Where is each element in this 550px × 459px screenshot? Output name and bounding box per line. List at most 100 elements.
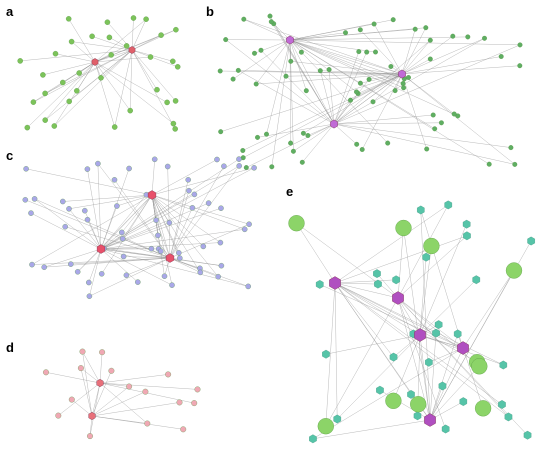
leaf-node <box>356 49 362 55</box>
leaf-node <box>89 33 95 40</box>
leaf-node <box>472 275 481 285</box>
hub-node <box>147 190 157 200</box>
leaf-node <box>508 145 514 151</box>
leaf-node <box>99 349 106 356</box>
network-edge <box>151 159 155 196</box>
leaf-node <box>241 16 247 22</box>
network-edge <box>45 372 101 384</box>
network-edge <box>34 198 171 259</box>
panel-b: b <box>206 4 523 171</box>
leaf-node <box>264 131 269 137</box>
leaf-node <box>517 42 523 48</box>
network-edge <box>333 52 367 125</box>
leaf-node <box>111 177 118 183</box>
network-edge <box>131 49 176 102</box>
leaf-node <box>499 360 508 370</box>
network-edge <box>333 114 434 125</box>
leaf-node <box>438 381 447 391</box>
network-edge <box>243 19 403 75</box>
leaf-node <box>407 390 415 399</box>
leaf-node <box>180 426 187 433</box>
leaf-node <box>161 273 168 279</box>
leaf-node <box>55 412 62 419</box>
leaf-node <box>126 383 133 390</box>
network-edge <box>131 49 176 129</box>
network-edge <box>419 257 427 336</box>
network-edge <box>68 18 96 63</box>
network-edge <box>54 61 96 127</box>
network-edge <box>114 49 133 128</box>
network-edge <box>369 73 403 80</box>
network-edge <box>94 61 174 124</box>
leaf-node <box>42 117 48 123</box>
network-edge <box>289 39 357 93</box>
leaf-node <box>359 147 365 152</box>
leaf-node <box>482 35 487 41</box>
network-edge <box>334 282 504 366</box>
network-edge <box>131 49 158 90</box>
network-edge <box>97 163 102 250</box>
leaf-node <box>517 63 523 69</box>
network-edge <box>401 73 427 150</box>
network-a <box>17 15 181 132</box>
panel-label-e: e <box>286 184 293 199</box>
leaf-node <box>158 32 164 38</box>
network-edge <box>87 169 102 250</box>
network-edge <box>131 49 178 67</box>
network-edge <box>94 61 115 128</box>
leaf-node <box>450 33 456 39</box>
network-edge <box>169 166 225 259</box>
leaf-node <box>283 73 289 79</box>
network-edge <box>99 352 103 384</box>
network-edge <box>100 167 255 250</box>
leaf-node <box>189 205 196 211</box>
network-edge <box>100 49 133 78</box>
network-edge <box>337 334 421 420</box>
leaf-node <box>251 165 257 171</box>
network-edge <box>68 208 102 250</box>
network-edge <box>303 73 403 134</box>
leaf-node <box>29 261 35 268</box>
leaf-node <box>142 388 149 395</box>
network-edge <box>333 51 359 125</box>
leaf-node <box>474 400 492 417</box>
network-edge <box>334 282 378 285</box>
leaf-node <box>326 67 332 73</box>
leaf-node <box>174 64 181 70</box>
leaf-node <box>82 207 88 214</box>
leaf-node <box>245 283 251 290</box>
network-edge <box>293 123 335 152</box>
leaf-node <box>127 107 133 114</box>
network-edge <box>44 257 171 268</box>
network-edge <box>403 227 431 421</box>
network-edge <box>269 15 335 125</box>
network-edge <box>126 257 171 276</box>
leaf-node <box>427 56 433 62</box>
network-edge <box>45 49 133 121</box>
leaf-node <box>371 21 377 27</box>
panel-label-c: c <box>6 148 13 163</box>
leaf-node <box>98 75 104 81</box>
network-edge <box>334 282 338 420</box>
network-edge <box>289 39 458 117</box>
network-edge <box>89 257 171 297</box>
network-edge <box>71 41 133 51</box>
network-edge <box>238 70 335 125</box>
hub-node <box>165 253 175 263</box>
leaf-node <box>253 81 259 87</box>
leaf-node <box>465 34 471 40</box>
network-edge <box>151 194 245 230</box>
network-edge <box>289 39 307 91</box>
leaf-node <box>151 156 158 163</box>
leaf-node <box>108 367 115 374</box>
network-b <box>217 13 523 171</box>
leaf-node <box>123 43 130 49</box>
leaf-node <box>422 252 430 262</box>
leaf-node <box>288 215 305 232</box>
network-edge <box>401 58 431 75</box>
network-edge <box>100 168 130 250</box>
network-edge <box>99 382 198 390</box>
leaf-node <box>68 261 74 267</box>
hub-node <box>96 244 106 254</box>
